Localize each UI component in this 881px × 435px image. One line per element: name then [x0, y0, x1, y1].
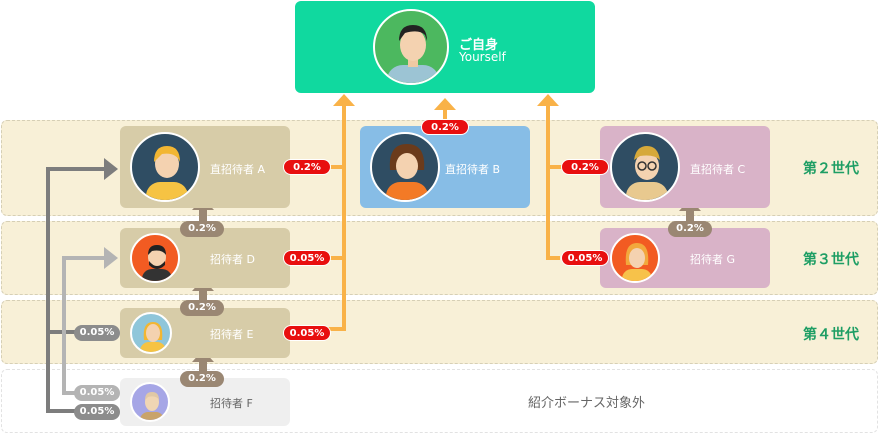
- rate-pill-f-to-e: 0.2%: [180, 371, 224, 387]
- rate-pill-g-to-c: 0.2%: [668, 221, 712, 237]
- avatar-e: [130, 312, 172, 354]
- avatar-b: [370, 132, 440, 202]
- card-invitee-d: 招待者 D: [120, 228, 290, 288]
- outside-bonus-label: 紹介ボーナス対象外: [528, 396, 646, 411]
- label-a: 直招待者 A: [210, 163, 266, 176]
- rate-pill-f-left-1: 0.05%: [74, 385, 120, 401]
- generation-2-label: 第２世代: [803, 161, 859, 177]
- avatar-g: [610, 233, 660, 283]
- yourself-en-label: Yourself: [459, 50, 506, 64]
- avatar-f: [130, 382, 170, 422]
- orange-arrowhead-left: [333, 94, 355, 106]
- yourself-card: ご自身 Yourself: [295, 1, 595, 93]
- lightgray-line-f-to-d: [62, 256, 104, 395]
- yourself-avatar: [373, 9, 449, 85]
- card-invitee-g: 招待者 G: [600, 228, 770, 288]
- card-direct-c: 直招待者 C: [600, 126, 770, 208]
- label-f: 招待者 F: [210, 397, 253, 410]
- brown-stem-d-a: [199, 207, 207, 221]
- generation-3-label: 第３世代: [803, 252, 859, 268]
- avatar-a: [130, 132, 200, 202]
- orange-arrowhead-right: [537, 94, 559, 106]
- rate-pill-f-left-2: 0.05%: [74, 404, 120, 420]
- rate-pill-c: 0.2%: [561, 159, 609, 175]
- brown-stem-f-e: [199, 360, 207, 374]
- rate-pill-e: 0.05%: [283, 325, 331, 341]
- orange-line-right: [546, 103, 560, 260]
- rate-pill-d-to-a: 0.2%: [180, 221, 224, 237]
- rate-pill-e-left: 0.05%: [74, 325, 120, 341]
- rate-pill-e-to-d: 0.2%: [180, 300, 224, 316]
- rate-pill-g: 0.05%: [561, 250, 609, 266]
- lightgray-arrowhead-d: [104, 247, 118, 269]
- card-direct-a: 直招待者 A: [120, 126, 290, 208]
- avatar-c: [610, 132, 680, 202]
- brown-stem-g-c: [686, 208, 694, 222]
- orange-arrowhead-mid: [434, 98, 456, 110]
- gray-arrowhead-a: [104, 158, 118, 180]
- generation-4-label: 第４世代: [803, 327, 859, 343]
- avatar-d: [130, 233, 180, 283]
- orange-line-left: [325, 103, 346, 331]
- yourself-jp-label: ご自身: [459, 38, 499, 53]
- card-invitee-e: 招待者 E: [120, 308, 290, 358]
- rate-pill-d: 0.05%: [283, 250, 331, 266]
- label-b: 直招待者 B: [445, 163, 501, 176]
- gray-line-f-to-a: [46, 167, 104, 413]
- label-e: 招待者 E: [210, 328, 254, 341]
- rate-pill-b: 0.2%: [421, 119, 469, 135]
- label-g: 招待者 G: [690, 253, 736, 266]
- label-c: 直招待者 C: [690, 163, 746, 176]
- label-d: 招待者 D: [210, 253, 255, 266]
- rate-pill-a: 0.2%: [283, 159, 331, 175]
- brown-stem-e-d: [199, 288, 207, 300]
- card-direct-b: 直招待者 B: [360, 126, 530, 208]
